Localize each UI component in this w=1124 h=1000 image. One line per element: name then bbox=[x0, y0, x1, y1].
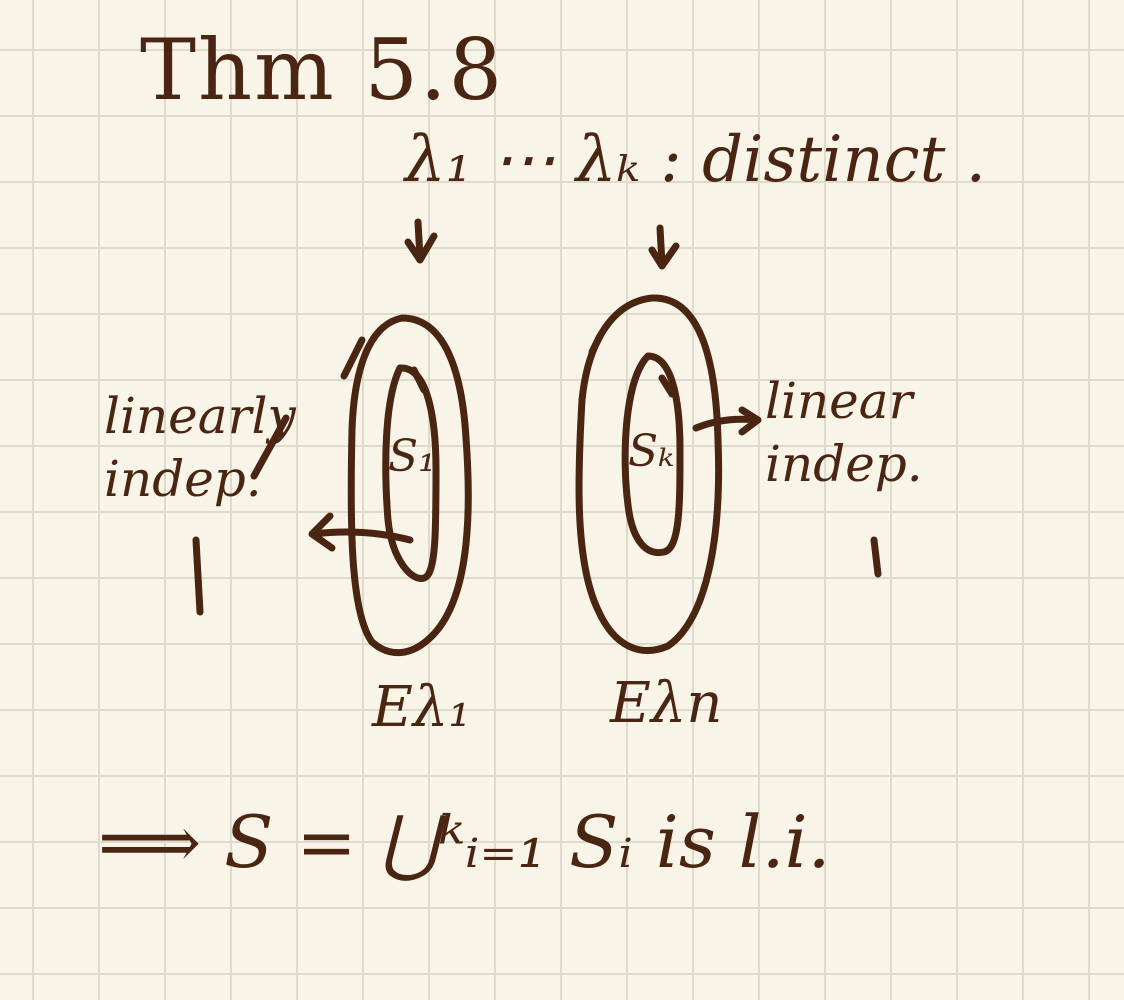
right-annotation-line-2: indep. bbox=[765, 434, 923, 493]
eigenspace-n-outline bbox=[575, 294, 723, 654]
theorem-title: Thm 5.8 bbox=[140, 21, 505, 119]
eigenspace-n-label: Eλn bbox=[610, 671, 723, 736]
subset-1-inner-tick bbox=[410, 366, 428, 394]
indep-descender bbox=[192, 536, 204, 616]
indep-right-descender bbox=[870, 536, 882, 578]
right-annotation-line-1: linear bbox=[765, 372, 913, 430]
eigenvalues-distinct-line: λ₁ ⋯ λₖ : distinct . bbox=[405, 123, 986, 197]
arrow-left-icon bbox=[308, 512, 414, 552]
eigenspace-1-label: Eλ₁ bbox=[372, 675, 471, 740]
subset-k-label: Sₖ bbox=[628, 426, 675, 477]
right-annotation: linear indep. bbox=[765, 370, 923, 495]
left-annotation: linearly indep. bbox=[104, 385, 296, 510]
subset-1-outline bbox=[382, 364, 440, 582]
left-annotation-line-1: linearly bbox=[104, 387, 296, 445]
eigenspace-1-outline bbox=[347, 314, 472, 657]
arrow-right-icon bbox=[692, 406, 762, 436]
arrow-down-icon bbox=[404, 218, 438, 264]
subset-k-inner-tick bbox=[658, 374, 676, 398]
eigenspace-1-stroke-tick bbox=[340, 336, 366, 380]
left-annotation-line-2: indep. bbox=[104, 449, 262, 508]
subset-k-outline bbox=[621, 352, 684, 557]
arrow-down-icon bbox=[648, 224, 680, 270]
conclusion-statement: ⟹ S = ⋃ᵏᵢ₌₁ Sᵢ is l.i. bbox=[98, 800, 831, 884]
subset-1-label: S₁ bbox=[388, 431, 436, 482]
eigenspace-n-stroke-tick bbox=[588, 332, 604, 356]
linearly-descender bbox=[250, 414, 290, 480]
